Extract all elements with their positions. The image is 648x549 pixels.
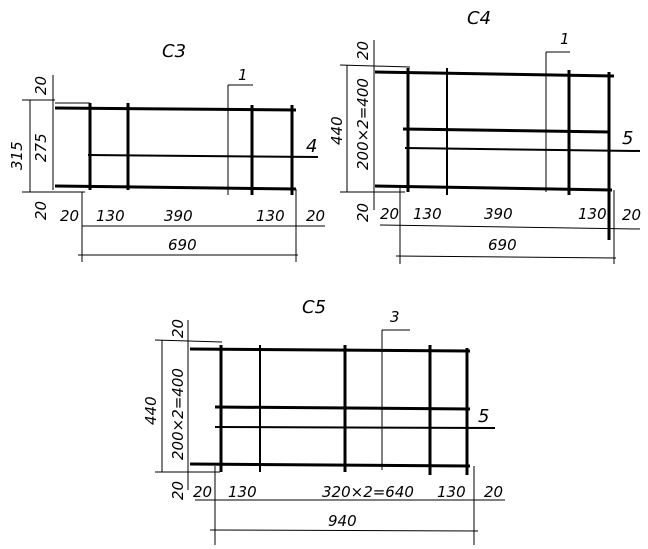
callout-label: 5 [478, 406, 489, 427]
dim-label: 440 [328, 116, 346, 145]
panel-title: C3 [162, 41, 186, 62]
top-bar [189, 347, 471, 353]
dim-label: 130 [578, 205, 607, 223]
dim-label: 20 [306, 207, 325, 225]
dimension-line [395, 255, 617, 259]
middle-bar [402, 127, 611, 134]
dim-label: 20 [60, 207, 79, 225]
dim-label: 690 [168, 236, 197, 254]
dim-label: 440 [142, 396, 160, 425]
dim-label: 390 [164, 207, 193, 225]
dim-label: 320×2=640 [322, 483, 414, 501]
middle-bar [214, 426, 496, 429]
dim-label: 200×2=400 [354, 78, 372, 170]
dim-label: 390 [484, 205, 513, 223]
dim-label: 200×2=400 [169, 368, 187, 460]
dim-label: 940 [328, 512, 357, 530]
callout-label: 3 [390, 308, 400, 326]
dim-label: 20 [32, 201, 50, 220]
callout-label: 4 [306, 136, 317, 157]
dim-label: 20 [484, 483, 503, 501]
panel-title: C4 [467, 8, 491, 29]
callout-label: 1 [560, 30, 570, 48]
panel-title: C5 [302, 297, 326, 318]
top-bar [374, 70, 615, 78]
dim-label: 315 [8, 141, 26, 170]
dim-label: 20 [169, 481, 187, 500]
middle-bar [404, 147, 641, 152]
callout-label: 5 [622, 128, 633, 149]
dimension-line [339, 64, 411, 68]
callout-label: 1 [238, 66, 248, 84]
bottom-bar [374, 184, 613, 192]
dim-label: 130 [256, 207, 285, 225]
dimension-line [154, 339, 223, 343]
panel-c4: C4 1 5 20 440 200×2=400 20 20 130 390 13… [328, 8, 641, 264]
dim-label: 20 [622, 206, 641, 224]
panel-c5: C5 3 5 20 440 200×2=400 20 20 130 320×2=… [142, 297, 505, 545]
dimension-line [379, 224, 641, 230]
dim-label: 130 [437, 483, 466, 501]
top-bar [54, 106, 297, 112]
dim-label: 20 [193, 483, 212, 501]
dim-label: 20 [354, 203, 372, 222]
dim-label: 20 [169, 319, 187, 338]
bottom-bar [189, 462, 471, 468]
dim-label: 130 [96, 207, 125, 225]
panel-c3: C3 1 4 20 315 275 20 20 130 390 130 20 6… [8, 41, 325, 262]
middle-bar [87, 154, 319, 158]
dim-label: 275 [32, 133, 50, 162]
dim-label: 20 [32, 76, 50, 95]
dim-label: 130 [228, 483, 257, 501]
bottom-bar [54, 184, 297, 191]
dim-label: 20 [380, 205, 399, 223]
middle-bar [214, 405, 471, 411]
dim-label: 130 [413, 205, 442, 223]
dim-label: 20 [354, 41, 372, 60]
dim-label: 690 [488, 236, 517, 254]
dimension-line [209, 529, 479, 532]
